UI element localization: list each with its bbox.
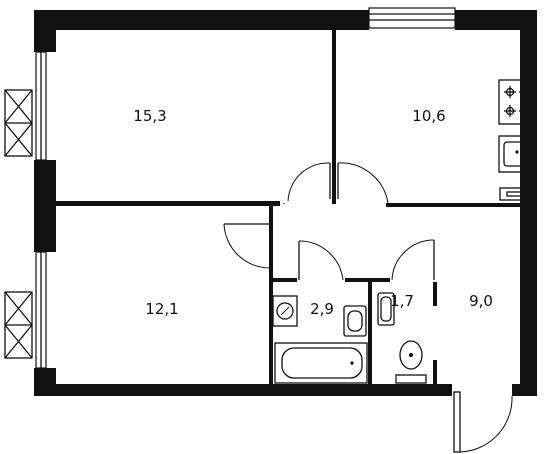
toilet-icon bbox=[395, 340, 427, 384]
ac-unit-icon bbox=[4, 89, 33, 157]
washing-machine-icon bbox=[272, 295, 298, 327]
stove-icon bbox=[498, 79, 536, 125]
room-area-label-kitchen: 10,6 bbox=[412, 107, 445, 125]
bathtub-icon bbox=[274, 342, 368, 384]
interior-walls bbox=[56, 26, 520, 388]
room-area-label-bathroom: 2,9 bbox=[310, 300, 334, 318]
room-area-label-toilet: 1,7 bbox=[390, 292, 414, 310]
sink-icon bbox=[343, 305, 367, 337]
outer-walls bbox=[34, 10, 537, 396]
doors bbox=[223, 162, 513, 453]
window-icon bbox=[35, 51, 47, 161]
room-area-label-bedroom-large: 15,3 bbox=[133, 107, 166, 125]
window-icon bbox=[368, 7, 456, 29]
ac-unit-icon bbox=[4, 291, 33, 359]
radiator-icon bbox=[499, 187, 537, 201]
sink-icon bbox=[377, 292, 395, 326]
room-area-label-hallway: 9,0 bbox=[469, 292, 493, 310]
sink-icon bbox=[498, 135, 536, 173]
window-icon bbox=[35, 251, 47, 369]
room-area-label-bedroom-small: 12,1 bbox=[145, 300, 178, 318]
